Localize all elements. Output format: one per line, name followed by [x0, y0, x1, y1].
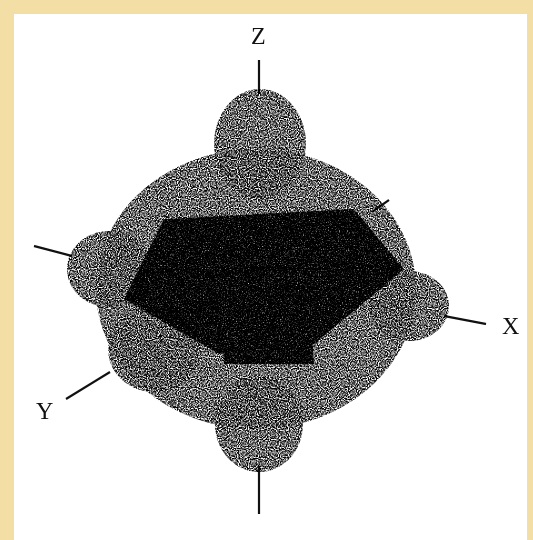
lobe-right — [369, 271, 449, 341]
lobe-bottom — [215, 376, 303, 472]
axis-label-z: Z — [251, 24, 266, 50]
lobe-top — [214, 89, 306, 199]
lobe-left — [67, 231, 151, 307]
orbital-diagram: Z X Y — [14, 14, 530, 540]
axis-label-x: X — [502, 314, 519, 340]
y-axis-left — [66, 372, 110, 399]
x-axis-right — [444, 316, 486, 324]
axis-label-y: Y — [36, 399, 53, 425]
lobe-front-y — [108, 306, 200, 392]
minus-y-axis — [34, 246, 72, 256]
